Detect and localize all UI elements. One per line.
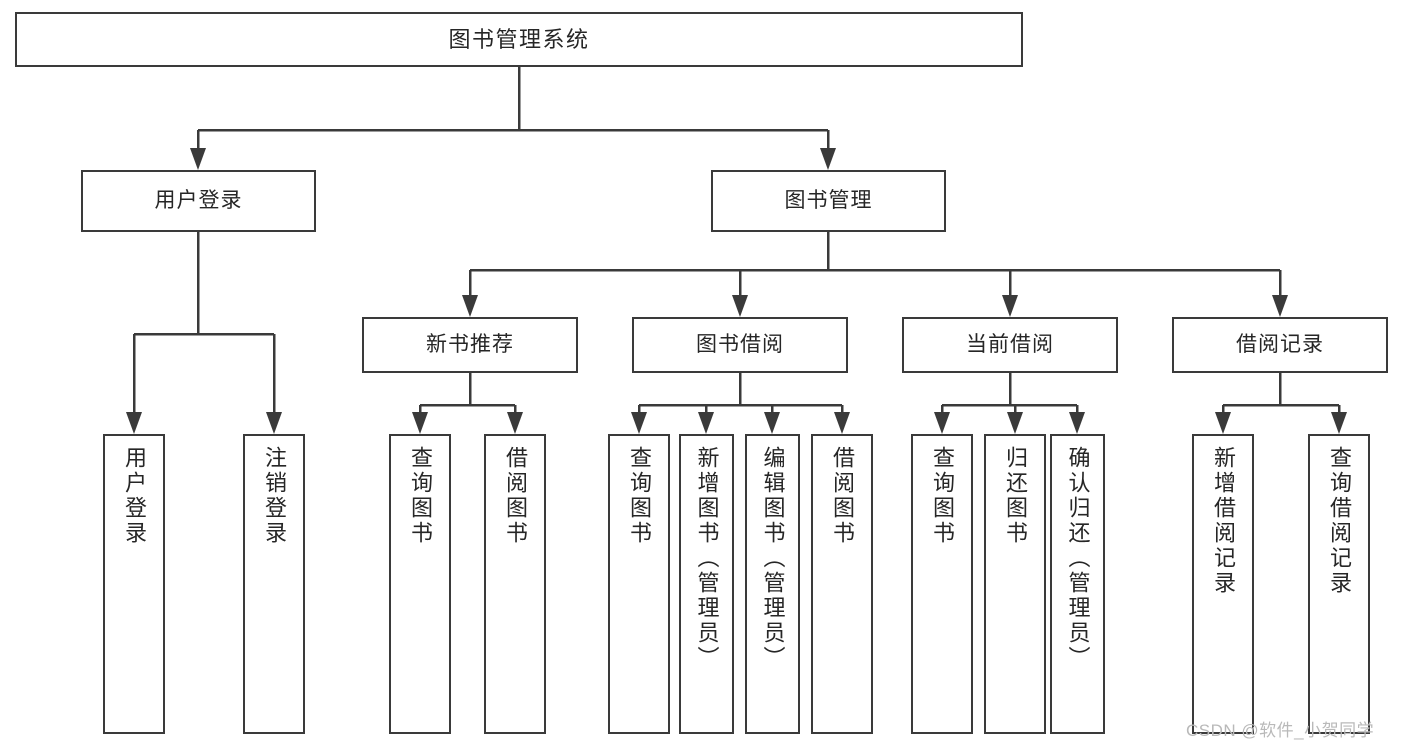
node-new-book-rec[interactable]: 新书推荐: [362, 317, 578, 373]
node-leaf-borrow-book-1[interactable]: 借阅图书: [484, 434, 546, 734]
node-leaf-query-book-1-label: 查询图书: [408, 446, 433, 546]
node-current-borrow[interactable]: 当前借阅: [902, 317, 1118, 373]
node-borrow-record-label: 借阅记录: [1236, 332, 1324, 356]
node-leaf-borrow-book-2-label: 借阅图书: [830, 446, 855, 546]
node-book-borrow[interactable]: 图书借阅: [632, 317, 848, 373]
node-book-manage[interactable]: 图书管理: [711, 170, 946, 232]
node-leaf-query-book-3[interactable]: 查询图书: [911, 434, 973, 734]
node-leaf-add-record[interactable]: 新增借阅记录: [1192, 434, 1254, 734]
node-leaf-confirm-return-label: 确认归还（管理员）: [1065, 446, 1091, 671]
node-book-manage-label: 图书管理: [784, 188, 873, 212]
node-current-borrow-label: 当前借阅: [966, 332, 1054, 356]
node-leaf-add-record-label: 新增借阅记录: [1211, 446, 1236, 596]
node-user-login-label: 用户登录: [154, 188, 243, 212]
node-leaf-user-login-label: 用户登录: [122, 446, 147, 546]
node-leaf-logout-label: 注销登录: [262, 446, 287, 546]
node-leaf-query-record-label: 查询借阅记录: [1327, 446, 1352, 596]
node-leaf-borrow-book-2[interactable]: 借阅图书: [811, 434, 873, 734]
node-leaf-confirm-return[interactable]: 确认归还（管理员）: [1050, 434, 1105, 734]
node-new-book-rec-label: 新书推荐: [426, 332, 514, 356]
node-root[interactable]: 图书管理系统: [15, 12, 1023, 67]
node-leaf-logout[interactable]: 注销登录: [243, 434, 305, 734]
node-book-borrow-label: 图书借阅: [696, 332, 784, 356]
node-leaf-query-book-3-label: 查询图书: [930, 446, 955, 546]
node-leaf-query-book-2-label: 查询图书: [627, 446, 652, 546]
node-leaf-edit-book[interactable]: 编辑图书（管理员）: [745, 434, 800, 734]
node-leaf-query-record[interactable]: 查询借阅记录: [1308, 434, 1370, 734]
node-leaf-add-book[interactable]: 新增图书（管理员）: [679, 434, 734, 734]
node-borrow-record[interactable]: 借阅记录: [1172, 317, 1388, 373]
node-leaf-query-book-2[interactable]: 查询图书: [608, 434, 670, 734]
node-leaf-add-book-label: 新增图书（管理员）: [694, 446, 720, 671]
node-leaf-return-book-label: 归还图书: [1003, 446, 1028, 546]
node-user-login[interactable]: 用户登录: [81, 170, 316, 232]
node-leaf-edit-book-label: 编辑图书（管理员）: [760, 446, 786, 671]
node-root-label: 图书管理系统: [448, 26, 590, 52]
node-leaf-query-book-1[interactable]: 查询图书: [389, 434, 451, 734]
node-leaf-borrow-book-1-label: 借阅图书: [503, 446, 528, 546]
node-leaf-user-login[interactable]: 用户登录: [103, 434, 165, 734]
node-leaf-return-book[interactable]: 归还图书: [984, 434, 1046, 734]
